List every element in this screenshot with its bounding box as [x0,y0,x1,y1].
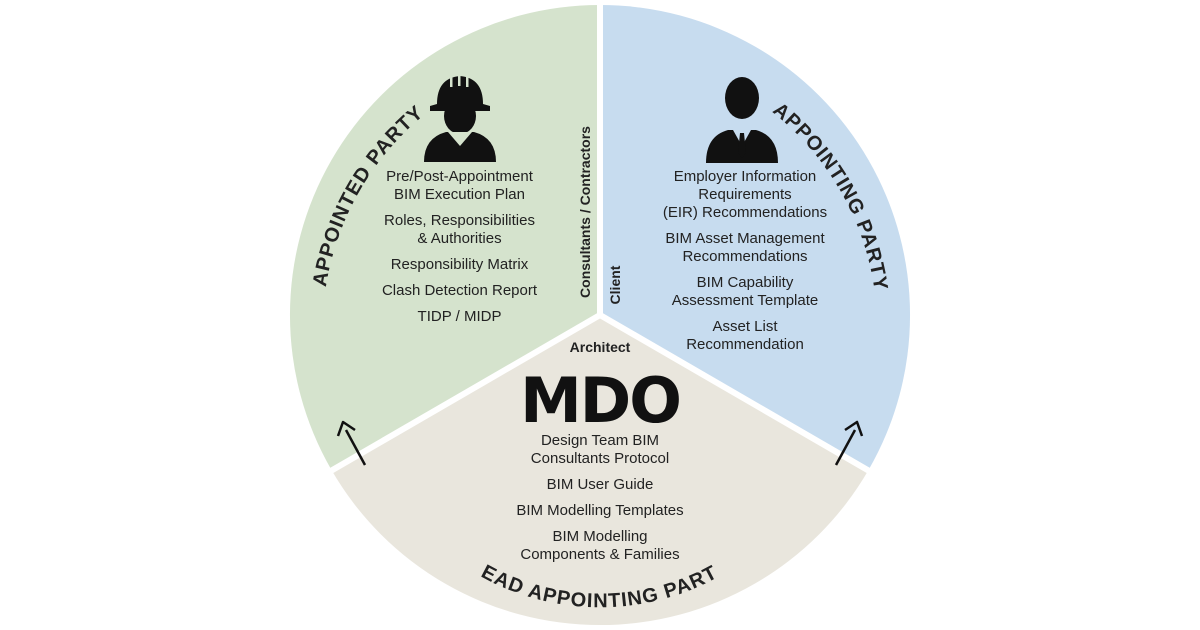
appointed-deliverable-item: Clash Detection Report [381,282,538,299]
arrow-up-right-icon [336,420,367,466]
appointed-deliverable-item: TIDP / MIDP [417,308,502,325]
appointing-deliverable-item: Employer Information Requirements (EIR) … [662,168,828,221]
lead-deliverable-item: BIM Modelling Templates [516,502,684,519]
appointing-deliverable-item: BIM Capability Assessment Template [671,274,819,309]
appointing-role-label: Client [607,265,623,304]
appointing-sector [600,5,911,470]
lead-role-label: Architect [569,339,631,355]
appointed-sector [289,4,600,470]
appointed-deliverable-item: Roles, Responsibilities & Authorities [384,212,535,247]
appointing-deliverables-list: Employer Information Requirements (EIR) … [630,168,860,362]
divider-right [598,312,873,475]
appointed-role-label: Consultants / Contractors [577,126,593,298]
appointed-deliverable-item: Responsibility Matrix [390,256,529,273]
businessman-icon [706,77,778,163]
appointing-deliverable-item: BIM Asset Management Recommendations [665,230,825,265]
lead-deliverable-item: BIM Modelling Components & Families [520,528,680,563]
arrow-up-right-icon [834,420,864,466]
appointing-deliverable-item: Asset List Recommendation [686,318,804,353]
hard-hat-worker-icon [424,76,496,162]
divider-left [327,312,602,475]
appointed-deliverable-item: Pre/Post-Appointment BIM Execution Plan [386,168,533,203]
lead-deliverable-item: Design Team BIM Consultants Protocol [530,432,670,467]
mdo-logo: MDO [520,364,682,437]
lead-deliverable-item: BIM User Guide [546,476,654,493]
